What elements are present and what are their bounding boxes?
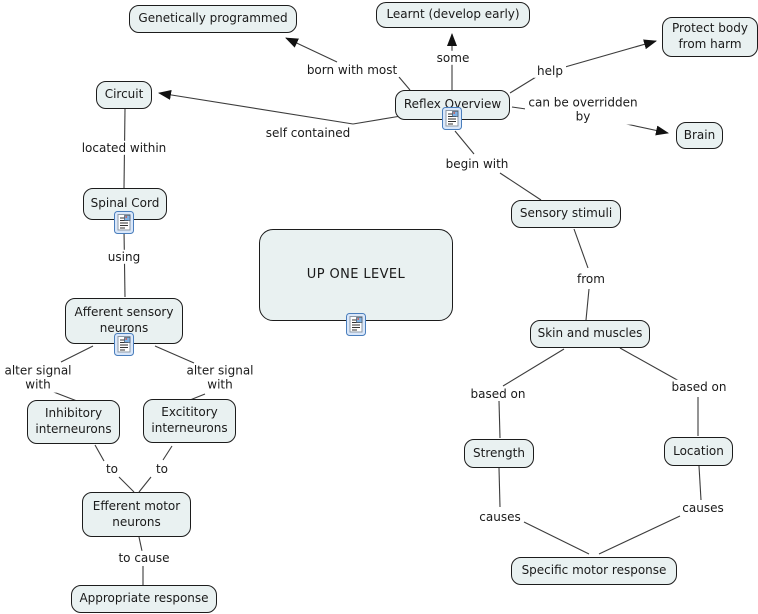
edge-label-self-contained[interactable]: self contained bbox=[262, 125, 354, 141]
node-label: UP ONE LEVEL bbox=[306, 266, 406, 282]
edge-label-to-right[interactable]: to bbox=[152, 461, 172, 477]
edge-label-located-within[interactable]: located within bbox=[78, 140, 170, 156]
node-inhibitory-interneurons[interactable]: Inhibitory interneurons bbox=[27, 400, 120, 444]
node-efferent-motor-neurons[interactable]: Efferent motor neurons bbox=[82, 492, 191, 537]
node-label: Reflex Overview bbox=[403, 97, 502, 112]
node-label: Protect body from harm bbox=[672, 21, 748, 51]
resource-document-icon[interactable] bbox=[114, 211, 134, 234]
node-circuit[interactable]: Circuit bbox=[96, 81, 152, 109]
node-specific-motor-response[interactable]: Specific motor response bbox=[511, 557, 677, 585]
edge-label-some[interactable]: some bbox=[433, 50, 473, 66]
edge-label-alter-signal-with-left[interactable]: alter signal with bbox=[0, 363, 81, 393]
edge-label-help[interactable]: help bbox=[534, 63, 566, 79]
node-label: Sensory stimuli bbox=[519, 206, 613, 221]
node-protect-body[interactable]: Protect body from harm bbox=[662, 17, 758, 57]
edge-label-born-with-most[interactable]: born with most bbox=[303, 62, 401, 78]
node-label: Brain bbox=[683, 127, 716, 142]
edge-label-alter-signal-with-right[interactable]: alter signal with bbox=[177, 363, 263, 393]
node-location[interactable]: Location bbox=[664, 437, 733, 466]
node-label: Appropriate response bbox=[79, 591, 209, 606]
node-up-one-level[interactable]: UP ONE LEVEL bbox=[259, 229, 453, 321]
node-label: Spinal Cord bbox=[90, 196, 160, 211]
edge-label-begin-with[interactable]: begin with bbox=[442, 156, 512, 172]
node-label: Skin and muscles bbox=[537, 326, 643, 341]
edge-line-group bbox=[50, 33, 702, 585]
edge-label-to-left[interactable]: to bbox=[102, 461, 122, 477]
node-sensory-stimuli[interactable]: Sensory stimuli bbox=[511, 200, 621, 228]
node-label: Location bbox=[673, 443, 724, 458]
node-skin-and-muscles[interactable]: Skin and muscles bbox=[530, 320, 650, 348]
edge-label-to-cause[interactable]: to cause bbox=[115, 550, 173, 566]
node-excititory-interneurons[interactable]: Excititory interneurons bbox=[143, 399, 236, 443]
edge-label-using[interactable]: using bbox=[104, 249, 144, 265]
node-label: Efferent motor neurons bbox=[92, 498, 181, 529]
edge-label-based-on-left[interactable]: based on bbox=[467, 386, 529, 402]
node-label: Genetically programmed bbox=[138, 11, 288, 26]
resource-document-icon[interactable] bbox=[442, 107, 462, 130]
node-label: Inhibitory interneurons bbox=[35, 406, 112, 436]
edge-label-causes-left[interactable]: causes bbox=[476, 509, 524, 525]
node-label: Circuit bbox=[104, 87, 144, 102]
node-brain[interactable]: Brain bbox=[676, 122, 723, 149]
edge-label-based-on-right[interactable]: based on bbox=[668, 379, 730, 395]
node-genetically-programmed[interactable]: Genetically programmed bbox=[129, 5, 297, 33]
node-label: Excititory interneurons bbox=[151, 405, 228, 435]
edge-label-can-be-overridden-by[interactable]: can be overridden by bbox=[525, 95, 641, 125]
node-learnt[interactable]: Learnt (develop early) bbox=[376, 2, 530, 28]
node-label: Learnt (develop early) bbox=[386, 7, 520, 22]
node-label: Specific motor response bbox=[521, 563, 667, 578]
node-appropriate-response[interactable]: Appropriate response bbox=[71, 585, 217, 613]
node-strength[interactable]: Strength bbox=[464, 439, 534, 468]
edge-label-causes-right[interactable]: causes bbox=[679, 500, 727, 516]
resource-document-icon[interactable] bbox=[114, 333, 134, 356]
edge-label-from[interactable]: from bbox=[574, 271, 608, 287]
node-label: Strength bbox=[473, 445, 525, 460]
node-label: Afferent sensory neurons bbox=[74, 305, 174, 335]
resource-document-icon[interactable] bbox=[346, 313, 366, 336]
